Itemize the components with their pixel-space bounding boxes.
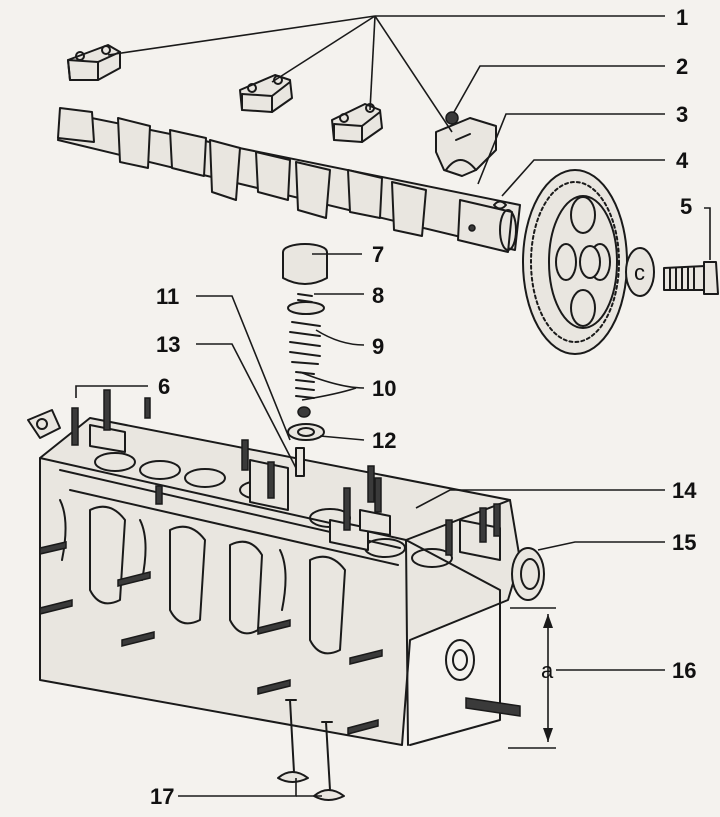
dimension-a: a — [508, 607, 556, 749]
cylinder-head — [27, 389, 521, 746]
valve-springs — [289, 321, 321, 418]
callout-16: 16 — [672, 658, 696, 683]
callout-6: 6 — [158, 374, 170, 399]
callout-4: 4 — [676, 148, 689, 173]
bucket-tappet — [282, 243, 328, 285]
woodruff-key — [493, 200, 507, 210]
washer-and-bolt: c — [625, 247, 719, 297]
svg-text:c: c — [634, 260, 645, 285]
camshaft-oil-seal — [511, 547, 545, 601]
callout-5: 5 — [680, 194, 692, 219]
camshaft-sprocket — [522, 169, 628, 355]
callout-9: 9 — [372, 334, 384, 359]
dimension-a-letter: a — [541, 658, 554, 683]
spring-seat — [287, 423, 325, 441]
callout-10: 10 — [372, 376, 396, 401]
callout-12: 12 — [372, 428, 396, 453]
bearing-cap-3 — [331, 103, 383, 143]
bearing-cap-2 — [239, 74, 293, 113]
spring-retainer — [287, 301, 325, 315]
valve-collets — [297, 293, 313, 303]
valve-exhaust — [313, 721, 345, 801]
bearing-cap-4 — [435, 111, 497, 177]
callout-15: 15 — [672, 530, 696, 555]
callout-17: 17 — [150, 784, 174, 809]
valve-intake — [277, 699, 309, 783]
valve-guide — [295, 447, 305, 477]
callout-8: 8 — [372, 283, 384, 308]
callout-13: 13 — [156, 332, 180, 357]
leader-lines — [75, 15, 711, 797]
camshaft — [57, 107, 521, 253]
callout-14: 14 — [672, 478, 697, 503]
callout-2: 2 — [676, 54, 688, 79]
callout-7: 7 — [372, 242, 384, 267]
callout-3: 3 — [676, 102, 688, 127]
callout-11: 11 — [156, 284, 179, 309]
callout-1: 1 — [676, 5, 688, 30]
bearing-cap-1 — [67, 44, 121, 81]
